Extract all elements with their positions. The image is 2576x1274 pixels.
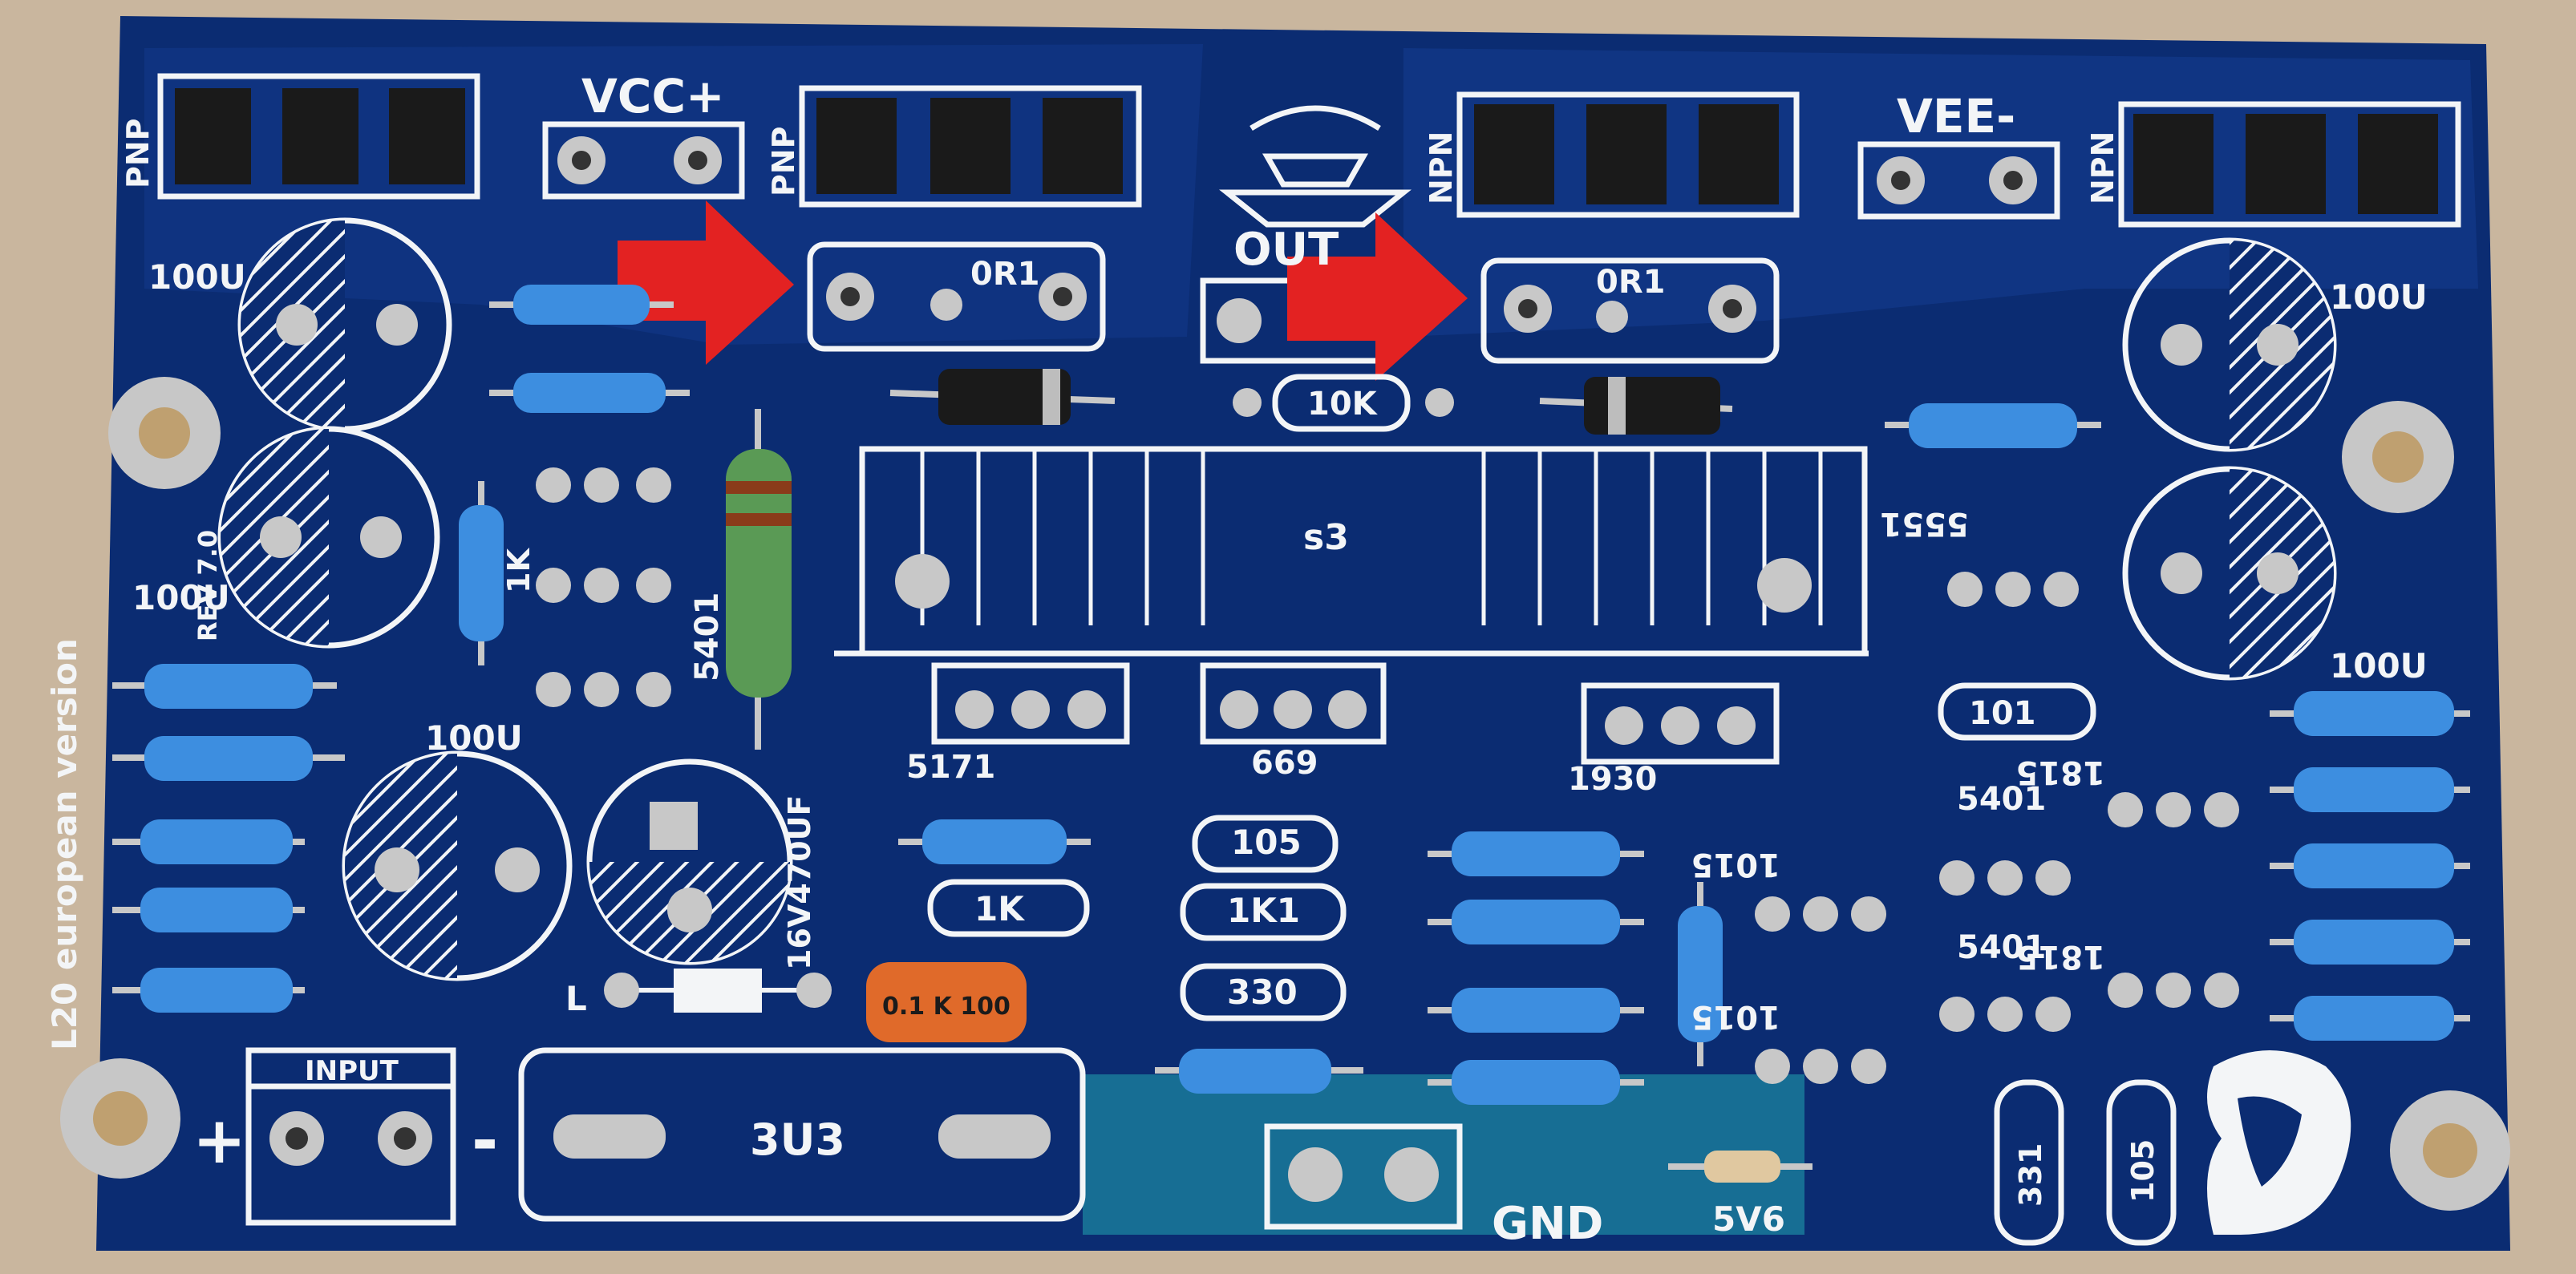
transistor-1930-footprint: [1581, 682, 1780, 765]
npn-transistor-footprint-right: [2118, 101, 2461, 228]
ic-label-5551: 5551: [1880, 505, 1969, 542]
red-arrow-right: [1287, 212, 1468, 381]
cap-label-3u3: 3U3: [750, 1114, 845, 1165]
cap-100u-mid-right: [2122, 466, 2337, 681]
cap-label-470uf: 16V470UF: [782, 795, 817, 970]
or1-resistor-footprint-right: [1480, 257, 1780, 364]
or1-label-left: 0R1: [970, 256, 1039, 293]
diode-left: [889, 369, 1116, 425]
vertical-footprints-bottom-right: [1994, 1079, 2177, 1246]
cap-3u3-footprint: [518, 1047, 1086, 1222]
val-label-105-vertical: 105: [2125, 1139, 2161, 1203]
ic-label-669: 669: [1251, 745, 1318, 782]
board-rev-text: REV 7.0: [192, 530, 223, 641]
mascot-logo: [2207, 1050, 2351, 1235]
power-resistor-green: [726, 409, 792, 750]
orange-capacitor-print: 0.1 K 100: [882, 993, 1011, 1021]
inductor-label: L: [565, 979, 587, 1018]
mounting-hole: [2342, 401, 2454, 513]
ic-label-5401-right-1: 5401: [1957, 781, 2046, 818]
cap-100u-top-left: [237, 217, 452, 432]
heatsink-label: s3: [1303, 517, 1349, 558]
r-label-1k: 1K: [974, 889, 1025, 928]
transistors-right: [1755, 572, 2239, 1084]
ic-label-1015-2: 1015: [1691, 998, 1780, 1035]
cap-100u-top-right: [2122, 237, 2337, 452]
ic-label-1930: 1930: [1568, 761, 1657, 798]
cap-label-100u-4: 100U: [2330, 277, 2428, 317]
pnp-transistor-footprint-left: [157, 73, 480, 200]
ic-label-5401-vertical: 5401: [689, 593, 726, 681]
mounting-hole: [108, 377, 221, 489]
mounting-hole: [2390, 1090, 2510, 1211]
npn-label-left: NPN: [1424, 131, 1459, 204]
resistor-101-footprint: [1938, 682, 2096, 741]
ic-label-1815-2: 1815: [2016, 938, 2105, 975]
gnd-terminal: [1264, 1123, 1463, 1230]
transistor-669-footprint: [1200, 662, 1387, 745]
npn-label-right: NPN: [2085, 131, 2120, 204]
gnd-label: GND: [1492, 1198, 1603, 1250]
board-side-text: L20 european version: [45, 638, 84, 1050]
transistor-5401-group: [536, 467, 671, 707]
resistors-left-column: [112, 664, 345, 1013]
speaker-icon: [1219, 105, 1412, 228]
transistor-5171-footprint: [931, 662, 1130, 745]
resistor-footprints-center: [927, 815, 1347, 1021]
out-label: OUT: [1233, 224, 1339, 276]
val-label-331: 331: [2013, 1143, 2048, 1207]
ic-label-5171: 5171: [906, 749, 995, 786]
cap-label-100u-5: 100U: [2330, 646, 2428, 686]
vcc-terminal: [542, 121, 745, 200]
input-label: INPUT: [305, 1055, 399, 1087]
input-minus-label: -: [472, 1103, 498, 1178]
npn-transistor-footprint-left: [1456, 91, 1800, 218]
r-label-10k: 10K: [1307, 386, 1379, 423]
diode-right: [1539, 377, 1733, 435]
pnp-label-left: PNP: [120, 118, 156, 188]
resistors-upper-left: [459, 285, 690, 665]
inductor-footprint: [604, 969, 832, 1013]
cap-100u-bottom-left: [342, 750, 573, 981]
vee-terminal: [1857, 141, 2060, 220]
mounting-hole: [60, 1058, 180, 1179]
zener-label: 5V6: [1712, 1199, 1785, 1239]
cap-470uf: [586, 758, 793, 965]
pnp-transistor-footprint-right: [799, 85, 1142, 208]
cap-label-100u-3: 100U: [425, 718, 523, 758]
ic-label-1015-1: 1015: [1691, 846, 1780, 883]
ic-label-1815-1: 1815: [2016, 754, 2105, 791]
ic-label-5401-right-2: 5401: [1957, 929, 2046, 966]
or1-resistor-footprint-left: [807, 241, 1106, 352]
r-label-330: 330: [1227, 973, 1298, 1012]
r-label-1k1: 1K1: [1227, 891, 1300, 930]
resistors-center: [898, 819, 1723, 1105]
input-terminal: [245, 1047, 456, 1226]
or1-label-right: 0R1: [1596, 264, 1665, 301]
vee-label: VEE-: [1897, 89, 2015, 144]
10k-resistor-footprint: [1233, 374, 1454, 432]
r-label-1k-vertical: 1K: [501, 548, 537, 593]
orange-capacitor: [866, 962, 1027, 1042]
red-arrow-left: [618, 200, 794, 365]
pnp-label-right: PNP: [766, 126, 801, 196]
heatsink-silkscreen: [834, 446, 1869, 657]
cap-label-100u-2: 100U: [132, 578, 230, 617]
vcc-label: VCC+: [581, 69, 725, 123]
input-plus-label: +: [192, 1103, 246, 1178]
val-label-101: 101: [1969, 695, 2036, 732]
teal-ground-area: [1083, 1074, 1804, 1235]
resistors-right-column: [1885, 403, 2470, 1041]
cap-100u-mid-left: [217, 426, 440, 649]
cap-label-100u-1: 100U: [148, 257, 246, 297]
zener-diode: [1668, 1151, 1813, 1183]
r-label-105-center: 105: [1231, 823, 1302, 862]
